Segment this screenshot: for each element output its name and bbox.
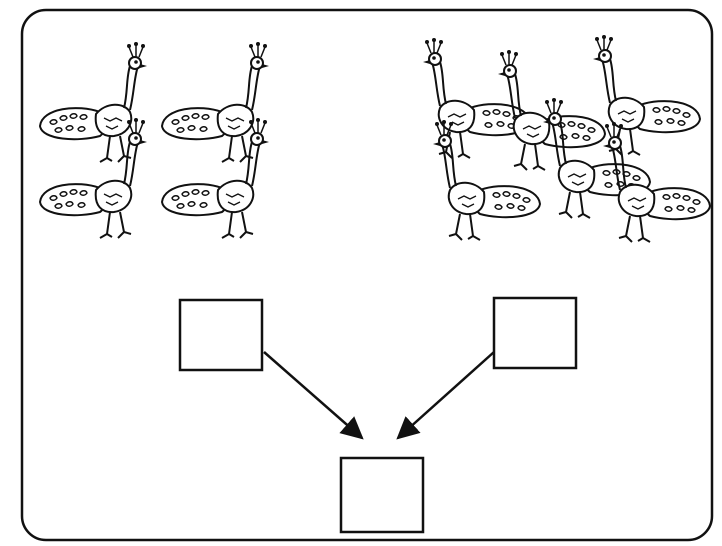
right-arrow bbox=[396, 351, 495, 440]
right-count-box[interactable] bbox=[492, 296, 578, 370]
left-arrow bbox=[263, 351, 364, 440]
total-box[interactable] bbox=[339, 456, 425, 534]
left-count-box[interactable] bbox=[178, 298, 264, 372]
